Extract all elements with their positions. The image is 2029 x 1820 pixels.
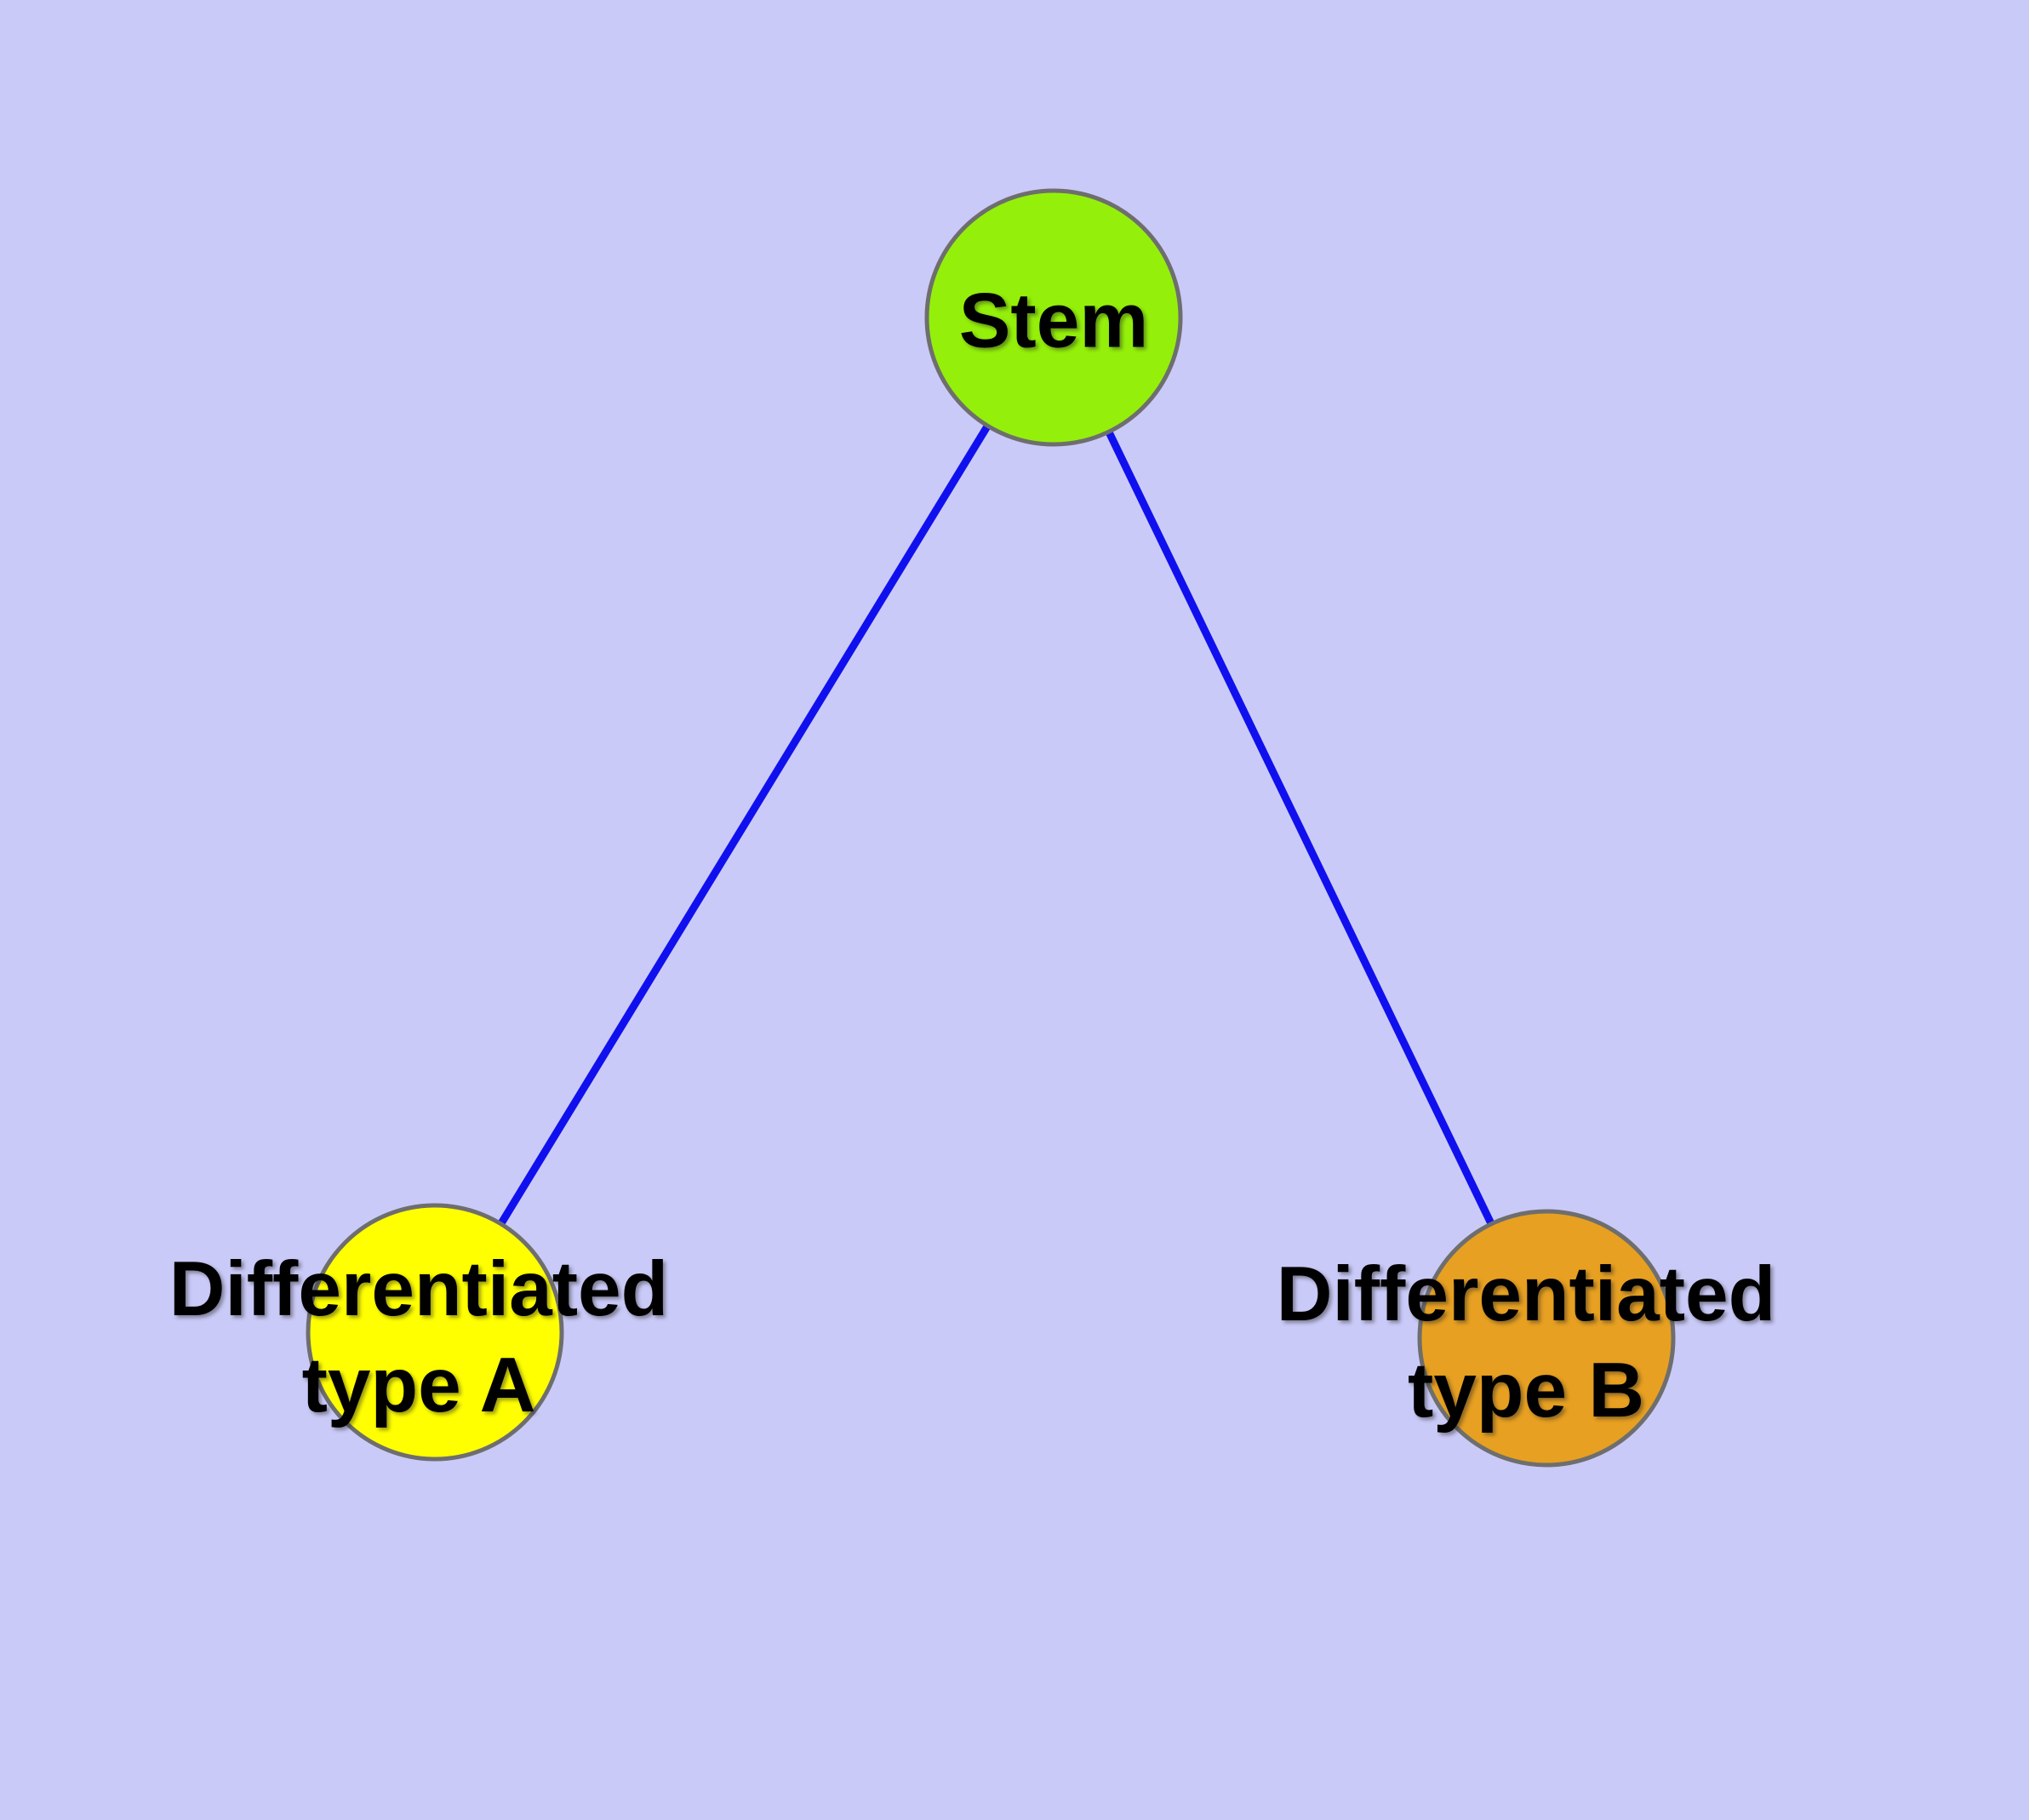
node-differentiated-type-b-circle	[1417, 1209, 1676, 1468]
node-stem-circle	[924, 188, 1183, 447]
edge-stem-to-type-a	[432, 315, 1057, 1335]
node-differentiated-type-a-circle	[306, 1203, 564, 1462]
node-differentiated-type-a-label: Differentiated type A	[169, 1241, 669, 1434]
node-differentiated-type-b-label: Differentiated type B	[1277, 1246, 1776, 1439]
node-differentiated-type-a-label-line2: type A	[301, 1342, 536, 1428]
node-differentiated-type-a-label-line1: Differentiated	[169, 1246, 669, 1332]
node-stem-label: Stem	[959, 273, 1149, 369]
node-differentiated-type-b-label-line2: type B	[1407, 1348, 1645, 1434]
node-differentiated-type-b-label-line1: Differentiated	[1276, 1251, 1776, 1337]
edge-stem-to-type-b	[1049, 316, 1551, 1340]
node-stem-label-text: Stem	[958, 278, 1149, 364]
